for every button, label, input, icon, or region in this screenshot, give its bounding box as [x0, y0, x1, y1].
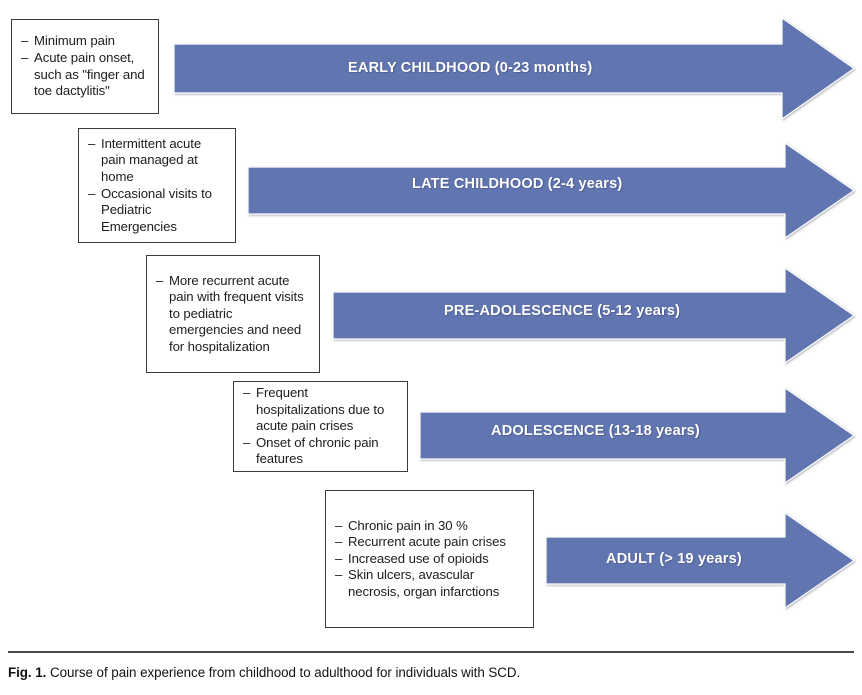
- bullet-item: Frequent hospitalizations due to acute p…: [243, 385, 397, 435]
- bullet-item: Skin ulcers, avascular necrosis, organ i…: [335, 567, 523, 600]
- arrow-late-childhood: [247, 141, 856, 240]
- bullet-item: More recurrent acute pain with frequent …: [156, 273, 309, 356]
- description-box-late-childhood: Intermittent acute pain managed at home …: [78, 128, 236, 243]
- bullet-item: Acute pain onset, such as "finger and to…: [21, 50, 148, 100]
- bullet-item: Occasional visits to Pediatric Emergenci…: [88, 186, 225, 236]
- caption-divider: [8, 651, 854, 653]
- bullet-item: Recurrent acute pain crises: [335, 534, 523, 551]
- description-box-pre-adolescence: More recurrent acute pain with frequent …: [146, 255, 320, 373]
- description-box-adolescence: Frequent hospitalizations due to acute p…: [233, 381, 408, 472]
- timeline-stage: Minimum pain Acute pain onset, such as "…: [0, 0, 862, 640]
- bullet-list: Frequent hospitalizations due to acute p…: [243, 385, 397, 468]
- bullet-list: More recurrent acute pain with frequent …: [156, 273, 309, 356]
- bullet-item: Minimum pain: [21, 33, 148, 50]
- arrow-shape-icon: [545, 511, 856, 610]
- bullet-item: Chronic pain in 30 %: [335, 518, 523, 535]
- arrow-pre-adolescence: [332, 266, 856, 365]
- arrow-shape-icon: [332, 266, 856, 365]
- caption-text: Course of pain experience from childhood…: [50, 665, 521, 680]
- bullet-item: Increased use of opioids: [335, 551, 523, 568]
- arrow-shape-icon: [173, 16, 856, 121]
- arrow-adolescence: [419, 386, 856, 485]
- bullet-list: Intermittent acute pain managed at home …: [88, 136, 225, 236]
- bullet-list: Minimum pain Acute pain onset, such as "…: [21, 33, 148, 99]
- figure-caption: Fig. 1. Course of pain experience from c…: [8, 664, 854, 682]
- arrow-early-childhood: [173, 16, 856, 121]
- arrow-adult: [545, 511, 856, 610]
- bullet-list: Chronic pain in 30 % Recurrent acute pai…: [335, 518, 523, 601]
- arrow-shape-icon: [419, 386, 856, 485]
- description-box-early-childhood: Minimum pain Acute pain onset, such as "…: [11, 19, 159, 114]
- caption-label: Fig. 1.: [8, 665, 47, 680]
- arrow-shape-icon: [247, 141, 856, 240]
- bullet-item: Onset of chronic pain features: [243, 435, 397, 468]
- description-box-adult: Chronic pain in 30 % Recurrent acute pai…: [325, 490, 534, 628]
- bullet-item: Intermittent acute pain managed at home: [88, 136, 225, 186]
